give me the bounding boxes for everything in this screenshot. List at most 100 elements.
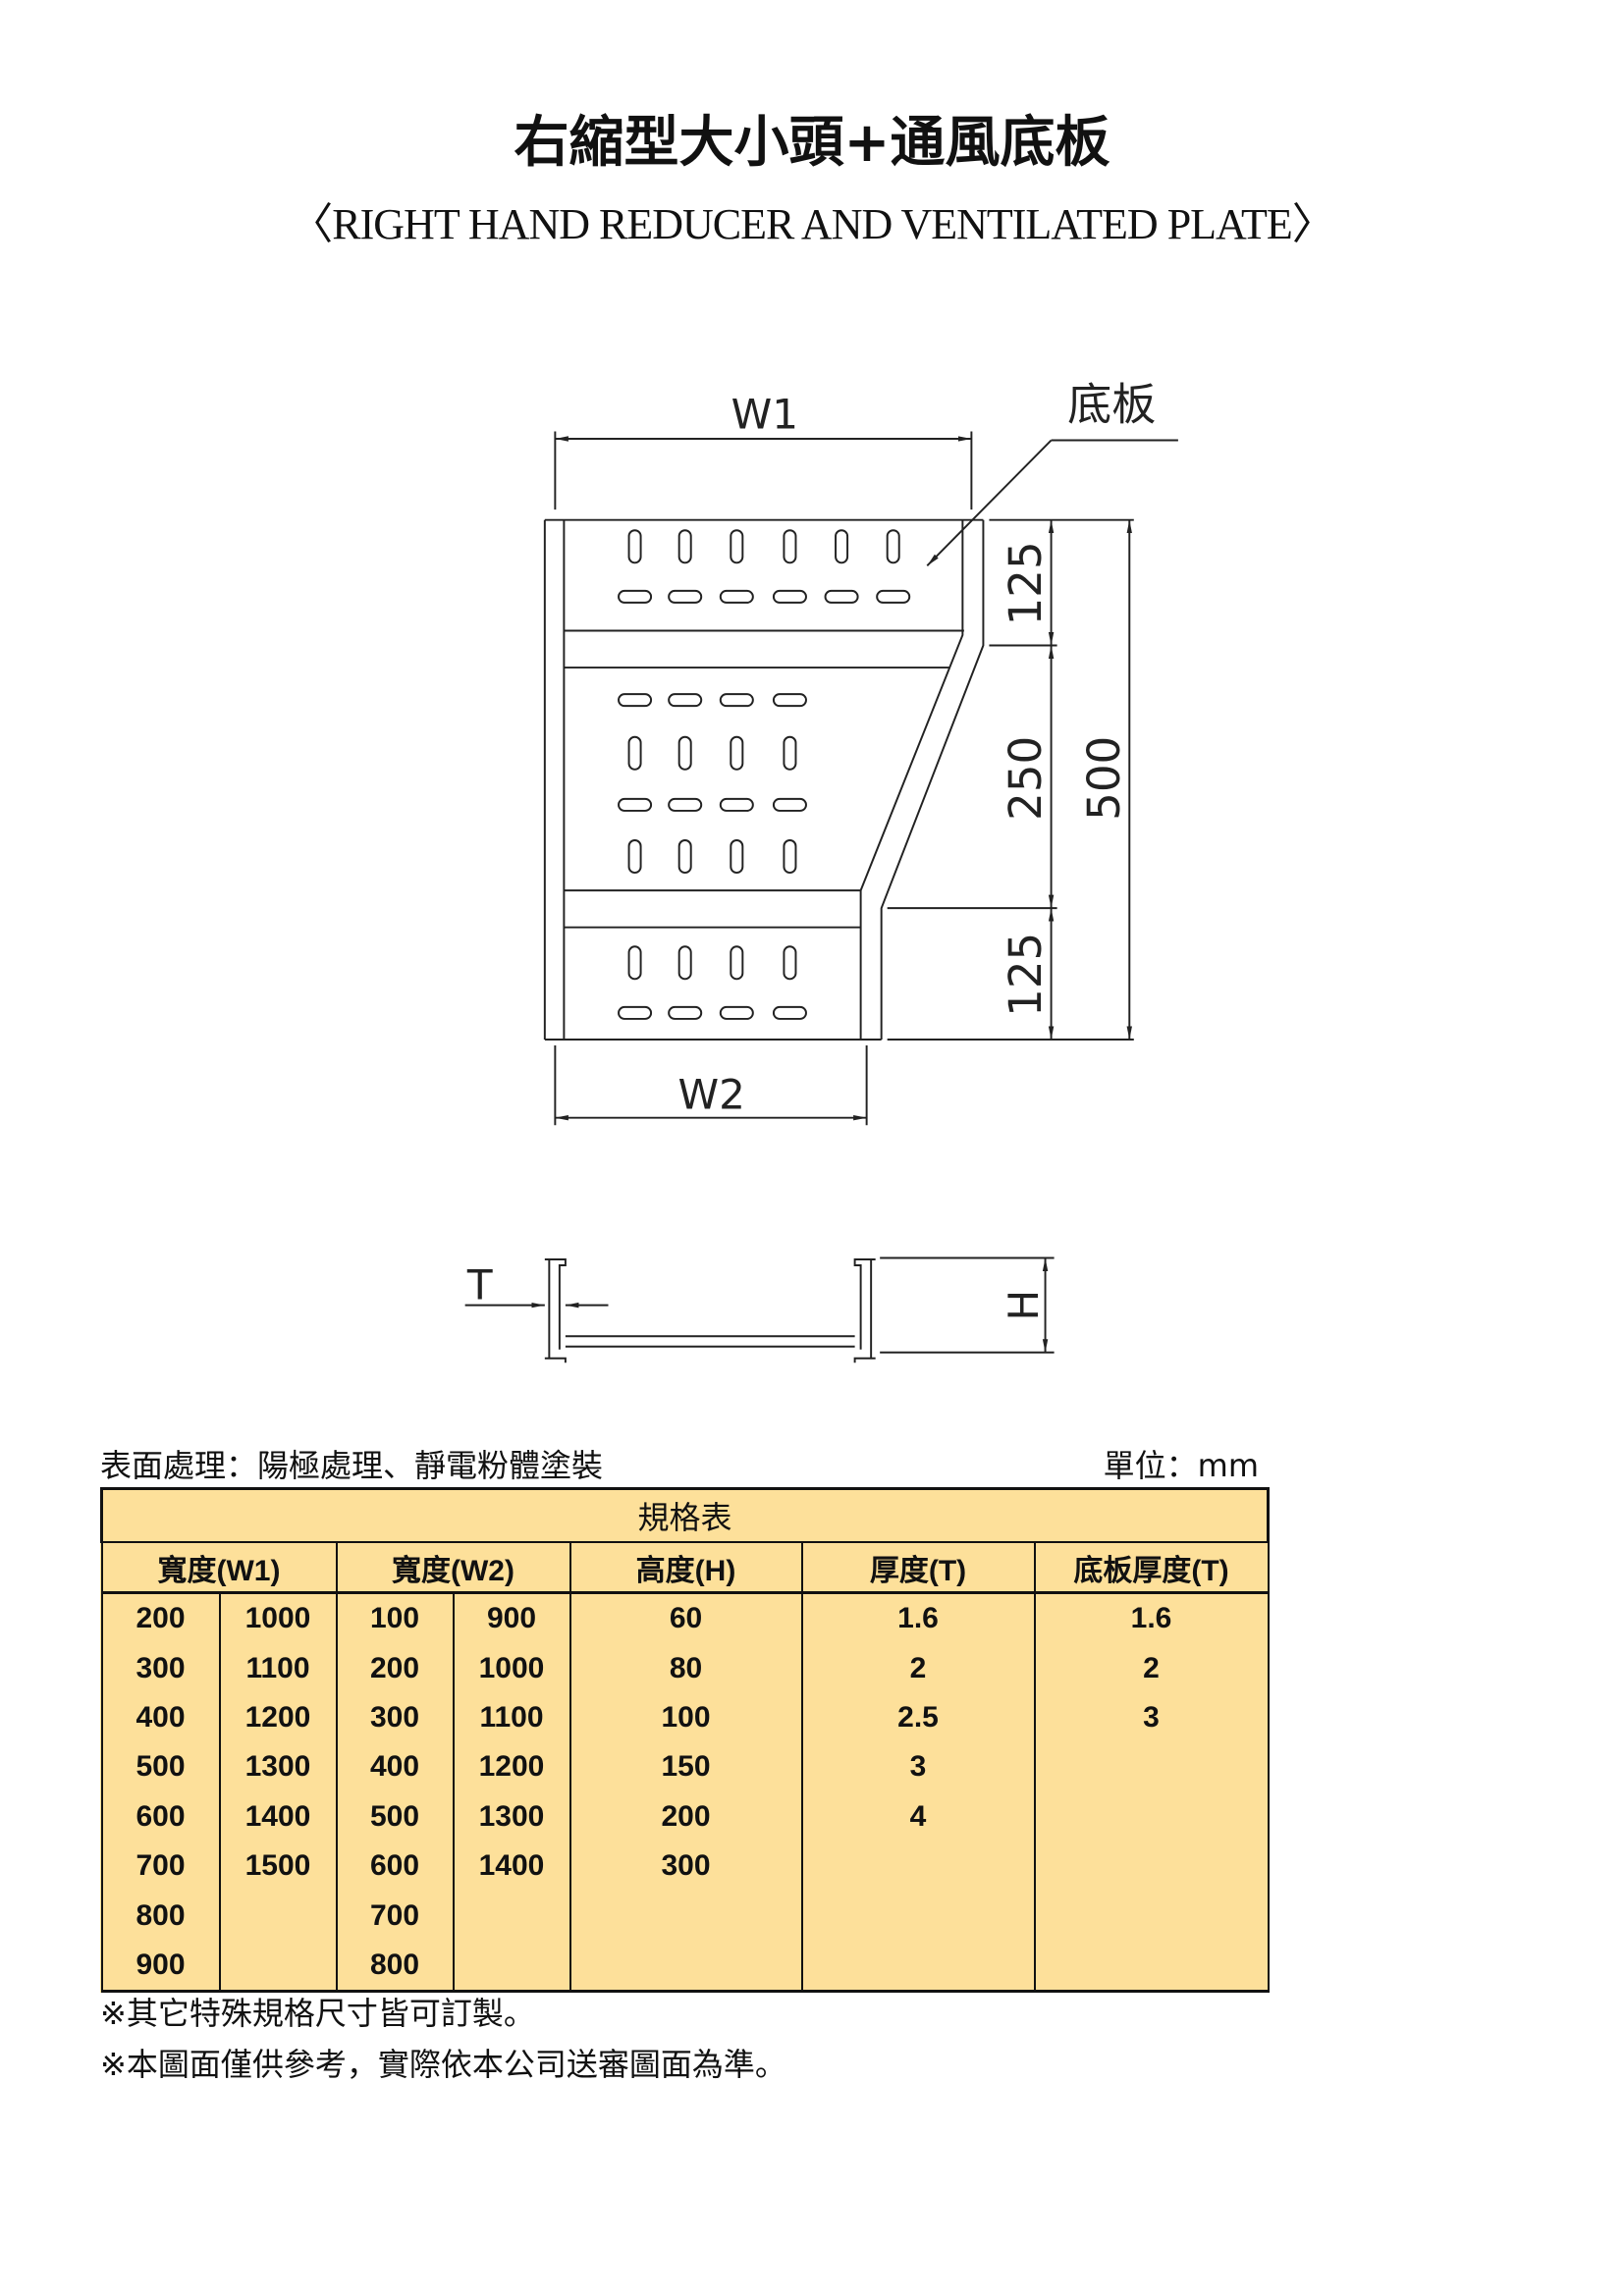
table-cell: 2.5	[800, 1692, 1036, 1743]
vertical-slot	[730, 735, 744, 771]
table-cell	[1033, 1791, 1270, 1842]
horizontal-slot	[772, 797, 807, 812]
length-dimensions: 125 250 125 500	[887, 518, 1134, 1041]
table-cell: 1500	[218, 1841, 338, 1892]
horizontal-slot	[772, 589, 807, 604]
table-cell: 1400	[218, 1791, 338, 1842]
w1-label: W1	[731, 390, 798, 438]
dim-bottom-label: 125	[1000, 933, 1052, 1017]
table-cell: 1200	[452, 1742, 571, 1792]
table-cell: 1300	[218, 1742, 338, 1792]
plate-outline	[543, 518, 985, 1041]
table-cell: 1200	[218, 1692, 338, 1743]
table-cell: 400	[335, 1742, 455, 1792]
table-cell: 200	[335, 1643, 455, 1693]
w2-label: W2	[678, 1071, 745, 1119]
table-cell: 2	[1033, 1643, 1270, 1693]
horizontal-slot	[719, 797, 754, 812]
horizontal-slot	[668, 1005, 703, 1020]
table-cell	[452, 1891, 571, 1941]
table-cell	[218, 1940, 338, 1994]
horizontal-slot	[719, 589, 754, 604]
horizontal-slot	[824, 589, 859, 604]
table-cell: 400	[100, 1692, 221, 1743]
horizontal-slot	[668, 797, 703, 812]
table-cell: 500	[335, 1791, 455, 1842]
table-cell: 3	[800, 1742, 1036, 1792]
table-cell: 1000	[218, 1592, 338, 1644]
vertical-slot	[627, 529, 642, 564]
table-cell	[452, 1940, 571, 1994]
table-cell	[1033, 1841, 1270, 1892]
horizontal-slot	[876, 589, 911, 604]
table-cell: 3	[1033, 1692, 1270, 1743]
vertical-slot	[627, 945, 642, 981]
table-cell: 700	[335, 1891, 455, 1941]
table-cell: 100	[335, 1592, 455, 1644]
table-cell	[568, 1891, 803, 1941]
table-cell: 500	[100, 1742, 221, 1792]
horizontal-slot	[772, 1005, 807, 1020]
vertical-slot	[783, 529, 797, 564]
vertical-slot	[783, 839, 797, 875]
ventilation-holes	[618, 529, 911, 1020]
table-cell: 2	[800, 1643, 1036, 1693]
horizontal-slot	[668, 693, 703, 708]
horizontal-slot	[772, 693, 807, 708]
unit-label: 單位：mm	[1103, 1447, 1259, 1484]
table-cell: 200	[568, 1791, 803, 1842]
table-cell: 700	[100, 1841, 221, 1892]
table-cell: 100	[568, 1692, 803, 1743]
w1-dimension: W1	[554, 390, 973, 510]
table-cell	[568, 1940, 803, 1994]
page-subtitle: 〈RIGHT HAND REDUCER AND VENTILATED PLATE…	[290, 200, 1334, 248]
table-cell: 1.6	[800, 1592, 1036, 1644]
vertical-slot	[627, 839, 642, 875]
surface-treatment: 表面處理：陽極處理、靜電粉體塗裝	[100, 1447, 604, 1484]
cross-section: T H	[464, 1256, 1055, 1363]
table-cell	[1033, 1891, 1270, 1941]
table-cell: 600	[100, 1791, 221, 1842]
vertical-slot	[835, 529, 849, 564]
vertical-slot	[730, 839, 744, 875]
table-cell: 800	[335, 1940, 455, 1994]
vertical-slot	[677, 945, 692, 981]
table-cell	[800, 1891, 1036, 1941]
vertical-slot	[730, 945, 744, 981]
horizontal-slot	[668, 589, 703, 604]
table-cell: 600	[335, 1841, 455, 1892]
table-cell: 1100	[218, 1643, 338, 1693]
w2-dimension: W2	[554, 1044, 868, 1126]
plate-label: 底板	[1067, 378, 1156, 430]
table-cell: 150	[568, 1742, 803, 1792]
horizontal-slot	[618, 1005, 653, 1020]
table-cell: 300	[100, 1643, 221, 1693]
note-custom: ※其它特殊規格尺寸皆可訂製。	[100, 1995, 535, 2032]
table-cell: 300	[335, 1692, 455, 1743]
table-cell	[218, 1891, 338, 1941]
table-cell: 1100	[452, 1692, 571, 1743]
table-cell	[1033, 1940, 1270, 1994]
table-cell: 900	[452, 1592, 571, 1644]
vertical-slot	[677, 529, 692, 564]
t-label: T	[466, 1261, 493, 1309]
spec-table: 規格表 寬度(W1) 寬度(W2) 高度(H) 厚度(T) 底板厚度(T) 20…	[99, 1487, 1271, 1994]
table-cell: 1400	[452, 1841, 571, 1892]
table-cell: 200	[100, 1592, 221, 1644]
horizontal-slot	[719, 693, 754, 708]
table-cell	[800, 1940, 1036, 1994]
vertical-slot	[783, 945, 797, 981]
table-cell: 1300	[452, 1791, 571, 1842]
plate-leader: 底板	[926, 378, 1178, 567]
table-cell: 80	[568, 1643, 803, 1693]
horizontal-slot	[618, 589, 653, 604]
dim-mid-label: 250	[1000, 736, 1052, 821]
vertical-slot	[627, 735, 642, 771]
